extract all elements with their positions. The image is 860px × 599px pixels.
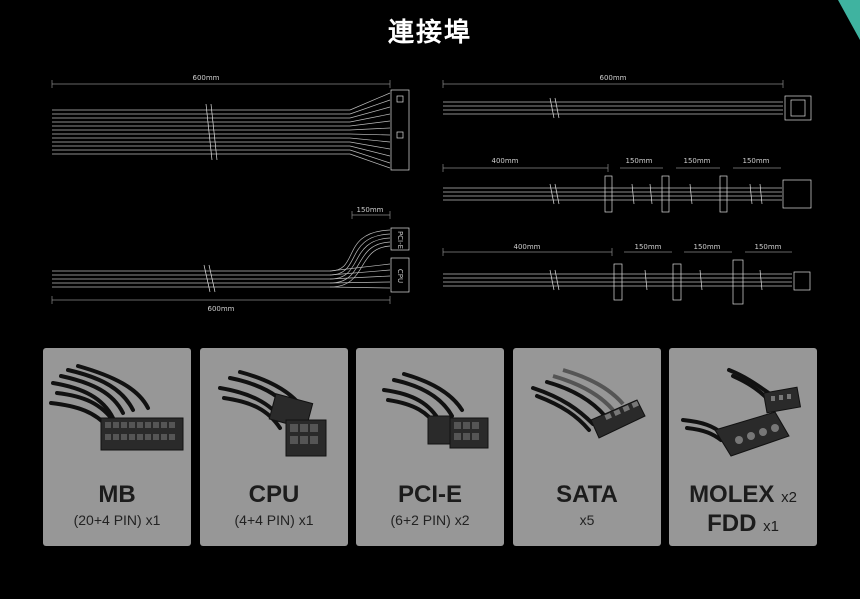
sata-seg-1-label: 150mm xyxy=(626,157,653,165)
card-mb-sub: (20+4 PIN) x1 xyxy=(73,512,161,528)
card-pcie: PCI-E (6+2 PIN) x2 xyxy=(356,348,504,546)
molex-cable-drawing xyxy=(442,248,811,305)
card-pcie-sub: (6+2 PIN) x2 xyxy=(390,512,470,528)
molex-fdd-connector-image xyxy=(681,368,802,457)
cable-length-diagram: 600mm 150mm PCI-E CPU 600mm 600mm xyxy=(51,74,812,313)
sata-cable-drawing xyxy=(442,164,812,213)
pcie-tag-label: PCI-E xyxy=(396,231,404,249)
card-mb: MB (20+4 PIN) x1 xyxy=(43,348,191,546)
card-fdd-title: FDD x1 xyxy=(669,510,817,538)
sata-seg-2-label: 150mm xyxy=(684,157,711,165)
pcie-cable-drawing xyxy=(442,80,812,121)
pcie-connector-image xyxy=(382,372,489,449)
molex-seg-2-label: 150mm xyxy=(694,243,721,251)
sata-seg-3-label: 150mm xyxy=(743,157,770,165)
sata-connector-image xyxy=(531,368,646,439)
card-sata-title: SATA xyxy=(556,481,618,508)
molex-seg-1-label: 150mm xyxy=(635,243,662,251)
page-title: 連接埠 xyxy=(387,18,472,48)
molex-first-label: 400mm xyxy=(514,243,541,251)
mb-connector-image xyxy=(49,364,184,451)
cpu-pcie-branch-label: 150mm xyxy=(357,206,384,214)
mb-cable-drawing xyxy=(51,80,410,171)
card-pcie-title: PCI-E xyxy=(397,481,462,508)
molex-seg-3-label: 150mm xyxy=(755,243,782,251)
cpu-connector-image xyxy=(218,370,327,457)
card-cpu-sub: (4+4 PIN) x1 xyxy=(234,512,314,528)
card-mb-title: MB xyxy=(98,481,136,508)
card-molex-title-text: MOLEX xyxy=(689,481,775,508)
cpu-tag-label: CPU xyxy=(396,269,404,283)
cpu-pcie-length-label: 600mm xyxy=(208,305,235,313)
sata-first-label: 400mm xyxy=(492,157,519,165)
card-molex-fdd: MOLEX x2 FDD x1 xyxy=(669,348,817,546)
mb-length-label: 600mm xyxy=(193,74,220,82)
pcie-length-label: 600mm xyxy=(600,74,627,82)
card-molex-title: MOLEX x2 xyxy=(669,481,817,509)
card-cpu: CPU (4+4 PIN) x1 xyxy=(200,348,348,546)
card-cpu-title: CPU xyxy=(248,481,300,508)
card-sata-sub: x5 xyxy=(579,512,595,528)
card-fdd-qty: x1 xyxy=(763,518,779,535)
cpu-pcie-cable-drawing xyxy=(51,211,410,304)
card-fdd-title-text: FDD xyxy=(707,510,757,537)
connector-cards: MB (20+4 PIN) x1 CPU (4+4 PIN) x1 xyxy=(43,348,818,546)
card-molex-qty: x2 xyxy=(781,489,797,506)
card-sata: SATA x5 xyxy=(513,348,661,546)
